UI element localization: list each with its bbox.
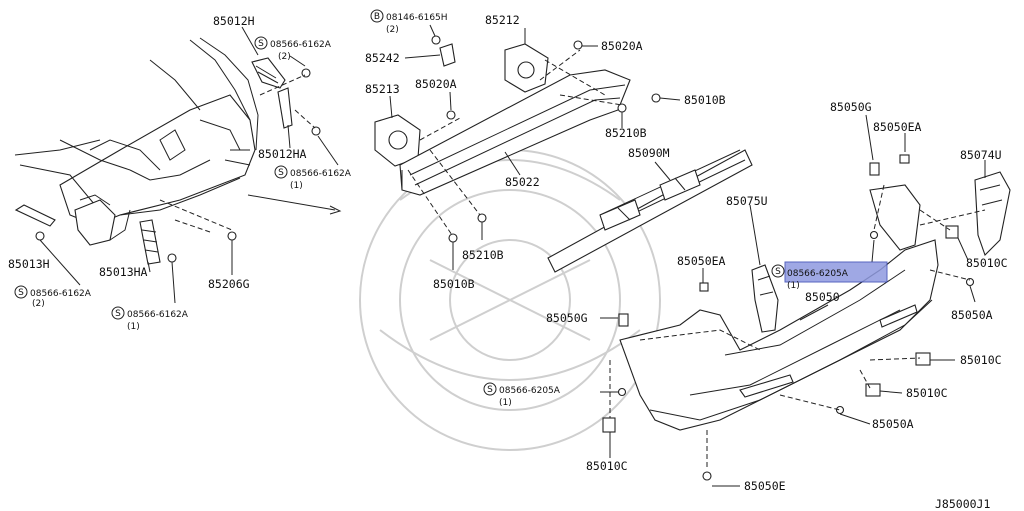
bracket-85075U[interactable] bbox=[751, 264, 779, 333]
screw-qty: (1) bbox=[290, 181, 303, 191]
b-symbol: B bbox=[374, 12, 380, 22]
label-85050G-lower[interactable]: 85050G bbox=[546, 311, 588, 325]
s-symbol: S bbox=[278, 168, 284, 178]
label-85010C-lower[interactable]: 85010C bbox=[906, 386, 948, 400]
label-85013H[interactable]: 85013H bbox=[8, 257, 50, 271]
screw-callout-s1[interactable]: S 08566-6162A (2) bbox=[254, 36, 332, 62]
bolt-qty: (2) bbox=[386, 25, 399, 35]
label-85010C-middle[interactable]: 85010C bbox=[960, 353, 1002, 367]
bumper-fascia-85050[interactable] bbox=[619, 239, 939, 431]
diagram-ref-code: J85000J1 bbox=[935, 497, 990, 511]
label-85090M[interactable]: 85090M bbox=[628, 146, 670, 160]
bolt-code: 08146-6165H bbox=[386, 13, 448, 23]
bracket-85242[interactable] bbox=[439, 43, 456, 67]
label-85242[interactable]: 85242 bbox=[365, 51, 400, 65]
leader-lines-left bbox=[39, 26, 342, 304]
label-85012H[interactable]: 85012H bbox=[213, 14, 255, 28]
screw-callout-s5-highlighted[interactable]: S 08566-6205A (1) bbox=[771, 264, 849, 291]
label-85213[interactable]: 85213 bbox=[365, 82, 400, 96]
label-85050G-upper[interactable]: 85050G bbox=[830, 100, 872, 114]
bracket-85012H[interactable] bbox=[251, 57, 286, 89]
screw-code: 08566-6162A bbox=[30, 289, 92, 299]
bolt-callout-b1[interactable]: B 08146-6165H (2) bbox=[370, 9, 448, 35]
label-85020A-upper[interactable]: 85020A bbox=[415, 77, 457, 91]
screw-qty: (1) bbox=[127, 322, 140, 332]
label-85010C-right[interactable]: 85010C bbox=[966, 256, 1008, 270]
screw-qty: (1) bbox=[787, 281, 800, 291]
leader-lines-right bbox=[600, 114, 986, 487]
screw-callout-s4[interactable]: S 08566-6162A (1) bbox=[111, 306, 189, 332]
label-85212[interactable]: 85212 bbox=[485, 13, 520, 27]
label-85020A-right[interactable]: 85020A bbox=[601, 39, 643, 53]
screw-callout-s6[interactable]: S 08566-6205A (1) bbox=[483, 382, 561, 408]
screw-code: 08566-6162A bbox=[290, 169, 352, 179]
screw-code: 08566-6162A bbox=[270, 40, 332, 50]
side-bracket-right[interactable] bbox=[869, 184, 921, 251]
bracket-85012HA[interactable] bbox=[277, 87, 293, 129]
label-85022[interactable]: 85022 bbox=[505, 175, 540, 189]
screw-icon[interactable] bbox=[35, 68, 321, 263]
clip-icon[interactable] bbox=[602, 154, 959, 433]
label-85010C-bottom[interactable]: 85010C bbox=[586, 459, 628, 473]
s-symbol: S bbox=[487, 385, 493, 395]
bracket-85013HA[interactable] bbox=[139, 219, 161, 265]
s-symbol: S bbox=[258, 39, 264, 49]
label-85050E[interactable]: 85050E bbox=[744, 479, 786, 493]
label-85210B-lower[interactable]: 85210B bbox=[462, 248, 504, 262]
s-symbol: S bbox=[775, 267, 781, 277]
screw-qty: (2) bbox=[278, 52, 291, 62]
bracket-85013H[interactable] bbox=[14, 204, 56, 227]
label-85050EA-upper[interactable]: 85050EA bbox=[873, 120, 922, 134]
label-85013HA[interactable]: 85013HA bbox=[99, 265, 148, 279]
part-labels: 85012H 85012HA 85013H 85013HA 85206G 852… bbox=[8, 13, 1008, 511]
label-85010B-upper[interactable]: 85010B bbox=[684, 93, 726, 107]
screw-icon-right[interactable] bbox=[617, 230, 975, 481]
screw-callout-s2[interactable]: S 08566-6162A (1) bbox=[274, 165, 352, 191]
label-85075U[interactable]: 85075U bbox=[726, 194, 768, 208]
s-symbol: S bbox=[115, 309, 121, 319]
screw-qty: (2) bbox=[32, 299, 45, 309]
screw-code: 08566-6205A bbox=[499, 386, 561, 396]
highlighted-part-callout[interactable] bbox=[784, 261, 888, 283]
label-85012HA[interactable]: 85012HA bbox=[258, 147, 307, 161]
screw-callout-s3[interactable]: S 08566-6162A (2) bbox=[14, 285, 92, 309]
label-85210B-upper[interactable]: 85210B bbox=[605, 126, 647, 140]
label-85074U[interactable]: 85074U bbox=[960, 148, 1002, 162]
label-85050[interactable]: 85050 bbox=[805, 290, 840, 304]
bracket-85212[interactable] bbox=[504, 43, 549, 93]
leader-lines-center bbox=[389, 24, 681, 270]
label-85050EA-lower[interactable]: 85050EA bbox=[677, 254, 726, 268]
label-85010B-lower[interactable]: 85010B bbox=[433, 277, 475, 291]
vehicle-body-section bbox=[14, 37, 259, 246]
s-symbol: S bbox=[18, 288, 24, 298]
absorber-85090M[interactable] bbox=[547, 149, 753, 273]
bracket-85074U[interactable] bbox=[974, 171, 1011, 257]
label-85206G[interactable]: 85206G bbox=[208, 277, 250, 291]
screw-code: 08566-6162A bbox=[127, 310, 189, 320]
label-85050A-right[interactable]: 85050A bbox=[951, 308, 993, 322]
label-85050A-lower[interactable]: 85050A bbox=[872, 417, 914, 431]
screw-qty: (1) bbox=[499, 398, 512, 408]
screw-code: 08566-6205A bbox=[787, 269, 849, 279]
